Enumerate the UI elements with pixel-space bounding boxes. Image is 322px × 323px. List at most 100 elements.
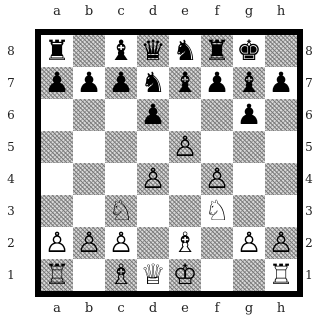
square-f2[interactable] bbox=[201, 227, 233, 259]
square-d8[interactable]: ♛ bbox=[137, 35, 169, 67]
square-c2[interactable]: ♙ bbox=[105, 227, 137, 259]
white-rook-icon[interactable]: ♖ bbox=[44, 261, 69, 289]
square-d7[interactable]: ♞ bbox=[137, 67, 169, 99]
square-a6[interactable] bbox=[41, 99, 73, 131]
black-pawn-icon[interactable]: ♟ bbox=[140, 101, 165, 129]
square-h6[interactable] bbox=[265, 99, 297, 131]
square-d1[interactable]: ♕ bbox=[137, 259, 169, 291]
black-king-icon[interactable]: ♚ bbox=[236, 37, 261, 65]
square-g2[interactable]: ♙ bbox=[233, 227, 265, 259]
square-e7[interactable]: ♝ bbox=[169, 67, 201, 99]
square-c3[interactable]: ♘ bbox=[105, 195, 137, 227]
white-pawn-icon[interactable]: ♙ bbox=[108, 229, 133, 257]
white-pawn-icon[interactable]: ♙ bbox=[76, 229, 101, 257]
white-bishop-icon[interactable]: ♗ bbox=[108, 261, 133, 289]
square-c8[interactable]: ♝ bbox=[105, 35, 137, 67]
square-d3[interactable] bbox=[137, 195, 169, 227]
square-e3[interactable] bbox=[169, 195, 201, 227]
square-b3[interactable] bbox=[73, 195, 105, 227]
black-bishop-icon[interactable]: ♝ bbox=[108, 37, 133, 65]
square-h2[interactable]: ♙ bbox=[265, 227, 297, 259]
black-rook-icon[interactable]: ♜ bbox=[44, 37, 69, 65]
square-f1[interactable] bbox=[201, 259, 233, 291]
chess-board: ♜♝♛♞♜♚♟♟♟♞♝♟♝♟♟♟♙♙♙♘♘♙♙♙♗♙♙♖♗♕♔♖ bbox=[41, 35, 297, 291]
white-pawn-icon[interactable]: ♙ bbox=[268, 229, 293, 257]
black-queen-icon[interactable]: ♛ bbox=[140, 37, 165, 65]
square-h5[interactable] bbox=[265, 131, 297, 163]
black-bishop-icon[interactable]: ♝ bbox=[236, 69, 261, 97]
square-h8[interactable] bbox=[265, 35, 297, 67]
square-g6[interactable]: ♟ bbox=[233, 99, 265, 131]
black-pawn-icon[interactable]: ♟ bbox=[204, 69, 229, 97]
square-f8[interactable]: ♜ bbox=[201, 35, 233, 67]
square-c1[interactable]: ♗ bbox=[105, 259, 137, 291]
square-e2[interactable]: ♗ bbox=[169, 227, 201, 259]
square-a4[interactable] bbox=[41, 163, 73, 195]
square-a2[interactable]: ♙ bbox=[41, 227, 73, 259]
black-knight-icon[interactable]: ♞ bbox=[140, 69, 165, 97]
square-a5[interactable] bbox=[41, 131, 73, 163]
square-h1[interactable]: ♖ bbox=[265, 259, 297, 291]
black-pawn-icon[interactable]: ♟ bbox=[268, 69, 293, 97]
square-b4[interactable] bbox=[73, 163, 105, 195]
square-h3[interactable] bbox=[265, 195, 297, 227]
rank-label-5: 5 bbox=[4, 131, 18, 163]
white-knight-icon[interactable]: ♘ bbox=[204, 197, 229, 225]
square-b7[interactable]: ♟ bbox=[73, 67, 105, 99]
square-g7[interactable]: ♝ bbox=[233, 67, 265, 99]
square-c6[interactable] bbox=[105, 99, 137, 131]
file-label-e: e bbox=[169, 4, 201, 20]
white-pawn-icon[interactable]: ♙ bbox=[44, 229, 69, 257]
square-a7[interactable]: ♟ bbox=[41, 67, 73, 99]
white-knight-icon[interactable]: ♘ bbox=[108, 197, 133, 225]
square-e5[interactable]: ♙ bbox=[169, 131, 201, 163]
white-pawn-icon[interactable]: ♙ bbox=[172, 133, 197, 161]
white-king-icon[interactable]: ♔ bbox=[172, 261, 197, 289]
black-rook-icon[interactable]: ♜ bbox=[204, 37, 229, 65]
square-d5[interactable] bbox=[137, 131, 169, 163]
square-g8[interactable]: ♚ bbox=[233, 35, 265, 67]
black-pawn-icon[interactable]: ♟ bbox=[44, 69, 69, 97]
square-e1[interactable]: ♔ bbox=[169, 259, 201, 291]
square-b5[interactable] bbox=[73, 131, 105, 163]
square-e8[interactable]: ♞ bbox=[169, 35, 201, 67]
square-g4[interactable] bbox=[233, 163, 265, 195]
black-pawn-icon[interactable]: ♟ bbox=[236, 101, 261, 129]
square-f7[interactable]: ♟ bbox=[201, 67, 233, 99]
square-h4[interactable] bbox=[265, 163, 297, 195]
square-d4[interactable]: ♙ bbox=[137, 163, 169, 195]
white-queen-icon[interactable]: ♕ bbox=[140, 261, 165, 289]
square-c5[interactable] bbox=[105, 131, 137, 163]
white-pawn-icon[interactable]: ♙ bbox=[204, 165, 229, 193]
square-c4[interactable] bbox=[105, 163, 137, 195]
black-bishop-icon[interactable]: ♝ bbox=[172, 69, 197, 97]
square-e4[interactable] bbox=[169, 163, 201, 195]
square-h7[interactable]: ♟ bbox=[265, 67, 297, 99]
square-b6[interactable] bbox=[73, 99, 105, 131]
square-f6[interactable] bbox=[201, 99, 233, 131]
white-pawn-icon[interactable]: ♙ bbox=[140, 165, 165, 193]
square-b8[interactable] bbox=[73, 35, 105, 67]
square-b2[interactable]: ♙ bbox=[73, 227, 105, 259]
square-a1[interactable]: ♖ bbox=[41, 259, 73, 291]
black-pawn-icon[interactable]: ♟ bbox=[108, 69, 133, 97]
square-b1[interactable] bbox=[73, 259, 105, 291]
white-bishop-icon[interactable]: ♗ bbox=[172, 229, 197, 257]
square-f3[interactable]: ♘ bbox=[201, 195, 233, 227]
square-e6[interactable] bbox=[169, 99, 201, 131]
square-g5[interactable] bbox=[233, 131, 265, 163]
square-d6[interactable]: ♟ bbox=[137, 99, 169, 131]
square-g1[interactable] bbox=[233, 259, 265, 291]
white-pawn-icon[interactable]: ♙ bbox=[236, 229, 261, 257]
square-c7[interactable]: ♟ bbox=[105, 67, 137, 99]
square-d2[interactable] bbox=[137, 227, 169, 259]
square-a8[interactable]: ♜ bbox=[41, 35, 73, 67]
square-a3[interactable] bbox=[41, 195, 73, 227]
black-knight-icon[interactable]: ♞ bbox=[172, 37, 197, 65]
file-label-a: a bbox=[41, 4, 73, 20]
white-rook-icon[interactable]: ♖ bbox=[268, 261, 293, 289]
square-f5[interactable] bbox=[201, 131, 233, 163]
square-f4[interactable]: ♙ bbox=[201, 163, 233, 195]
black-pawn-icon[interactable]: ♟ bbox=[76, 69, 101, 97]
square-g3[interactable] bbox=[233, 195, 265, 227]
